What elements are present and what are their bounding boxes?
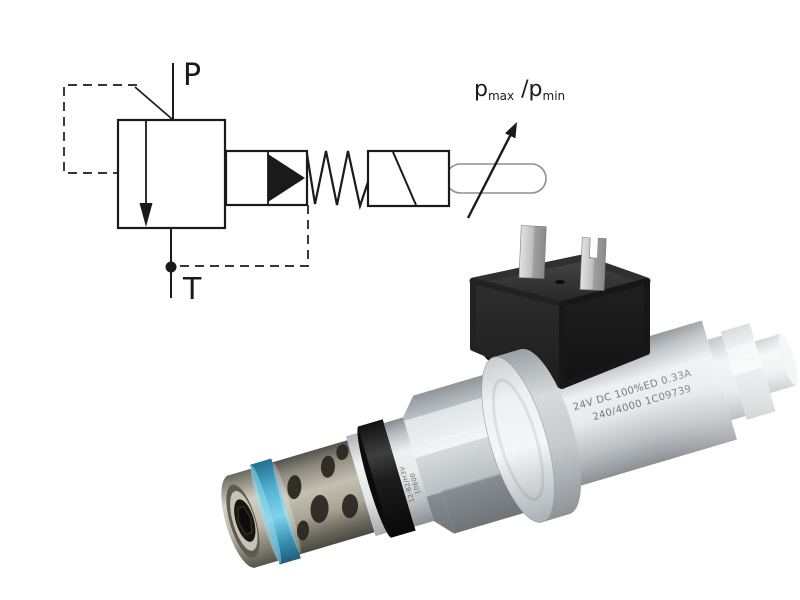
spade-terminal-left	[518, 225, 547, 279]
pilot-line-left-dashed	[63, 84, 137, 174]
hex-nut	[413, 374, 526, 534]
seal-ring-edge-highlight	[250, 465, 282, 564]
marked-collar	[383, 417, 434, 527]
flow-arrowhead-icon	[139, 203, 153, 227]
flange-washer-group	[481, 348, 582, 523]
coil-top-detail	[555, 280, 565, 284]
washer-inner-ring	[491, 378, 545, 501]
main-valve-square	[116, 118, 227, 230]
spring-icon	[305, 150, 370, 211]
prop-solenoid-diagonal	[392, 151, 417, 206]
adjustment-arrowhead-icon	[505, 122, 517, 139]
junction-dot	[165, 261, 177, 273]
washer-face	[481, 356, 555, 523]
spade-terminal-right	[579, 237, 607, 291]
valve-product-render: 12-B2/H3V 10600 24V DC 100%ED 0.33A 240/…	[221, 218, 800, 569]
adjustment-arrow-shaft	[466, 133, 513, 219]
hydraulic-symbol: P T pmax /pmin	[63, 58, 565, 307]
port-label-t: T	[182, 272, 202, 307]
pressure-range-label: pmax /pmin	[474, 77, 565, 103]
pilot-triangle-icon	[268, 154, 305, 202]
solenoid-coil	[469, 225, 651, 389]
coil-front-right-face	[559, 278, 650, 389]
solenoid-pin	[445, 163, 547, 194]
o-ring	[357, 419, 416, 538]
port-label-p: P	[183, 58, 201, 93]
nose-face	[221, 475, 263, 568]
pilot-line-right-dashed	[178, 205, 309, 267]
seal-ring-blue	[250, 458, 301, 565]
prop-solenoid-box	[366, 149, 451, 208]
hex-socket-icon	[237, 506, 253, 536]
hex-chamfer	[403, 395, 455, 534]
sleeve-holes	[287, 444, 359, 541]
pilot-line-diagonal	[134, 86, 173, 120]
sleeve-edge-highlight	[273, 463, 301, 554]
render-fade-overlay	[605, 218, 800, 528]
